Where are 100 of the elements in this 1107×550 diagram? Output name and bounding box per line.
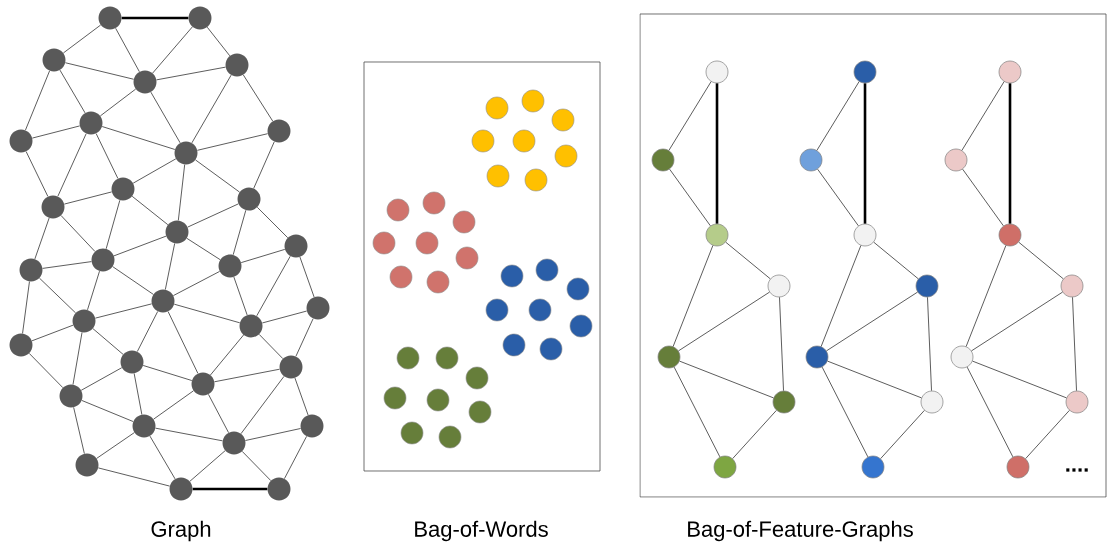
graph-edge bbox=[57, 133, 87, 197]
graph-node bbox=[237, 187, 261, 211]
graph-edge bbox=[72, 332, 83, 385]
graph-edge bbox=[208, 393, 229, 434]
graph-edge bbox=[1018, 241, 1064, 280]
graph-edge bbox=[962, 168, 1004, 227]
graph-edge bbox=[39, 277, 76, 314]
graph-edge bbox=[42, 261, 92, 269]
graph-node bbox=[998, 60, 1022, 84]
graph-edge bbox=[173, 271, 221, 296]
graph-node bbox=[75, 453, 99, 477]
graph-node bbox=[705, 60, 729, 84]
graph-node bbox=[799, 148, 823, 172]
graph-edge bbox=[927, 296, 932, 392]
graph-node bbox=[151, 289, 175, 313]
graph-edge bbox=[672, 245, 714, 347]
graph-edge bbox=[177, 164, 186, 221]
graph-node bbox=[267, 119, 291, 143]
graph-edge bbox=[22, 281, 30, 334]
graph-node bbox=[41, 195, 65, 219]
panel-caption: Bag-of-Words bbox=[415, 520, 548, 542]
graph-node bbox=[188, 6, 212, 30]
graph-node bbox=[132, 414, 156, 438]
graph-node bbox=[944, 148, 968, 172]
graph-node bbox=[9, 333, 33, 357]
graph-edge bbox=[191, 74, 232, 144]
graph-edge bbox=[256, 255, 291, 317]
graph-node bbox=[300, 414, 324, 438]
graph-node bbox=[59, 384, 83, 408]
graph-edge bbox=[150, 91, 181, 144]
graph-edge bbox=[1008, 83, 1012, 224]
graph-node bbox=[853, 60, 877, 84]
graph-edge bbox=[678, 291, 770, 352]
graph-node bbox=[225, 53, 249, 77]
graph-edge bbox=[133, 373, 143, 415]
graph-edge bbox=[827, 360, 922, 399]
graph-edge bbox=[80, 367, 123, 391]
graph-edge bbox=[294, 377, 309, 416]
graph-node bbox=[713, 455, 737, 479]
graph-node bbox=[772, 390, 796, 414]
graph-edge bbox=[173, 303, 241, 324]
graph-node bbox=[169, 477, 193, 501]
graph-edge bbox=[60, 215, 96, 252]
graph-node bbox=[267, 477, 291, 501]
graph-edge bbox=[164, 243, 176, 290]
graph-node bbox=[191, 372, 215, 396]
graph-node bbox=[853, 223, 877, 247]
graph-node bbox=[98, 6, 122, 30]
graph-edge bbox=[28, 352, 64, 389]
graph-node bbox=[915, 274, 939, 298]
graph-edge bbox=[64, 62, 135, 80]
graph-edge bbox=[961, 81, 1005, 151]
graph-node bbox=[1006, 455, 1030, 479]
graph-edge bbox=[99, 88, 137, 117]
graph-edge bbox=[972, 360, 1067, 399]
graph-edge bbox=[214, 368, 280, 383]
graph-edge bbox=[863, 83, 867, 224]
graph-edge bbox=[669, 168, 711, 227]
graph-node bbox=[120, 350, 144, 374]
graph-edge bbox=[59, 69, 86, 114]
graph-edge bbox=[240, 375, 285, 435]
graph-node bbox=[861, 455, 885, 479]
graph-node bbox=[279, 355, 303, 379]
graph-edge bbox=[261, 310, 308, 324]
graph-node bbox=[165, 220, 189, 244]
graph-edge bbox=[779, 296, 784, 392]
graph-node bbox=[72, 309, 96, 333]
graph-node bbox=[79, 111, 103, 135]
graph-node bbox=[19, 258, 43, 282]
graph-node bbox=[133, 70, 157, 94]
graph-edge bbox=[966, 366, 1014, 458]
graph-edge bbox=[25, 151, 49, 197]
graph-node bbox=[998, 223, 1022, 247]
graph-edge bbox=[81, 400, 134, 422]
graph-node bbox=[1065, 390, 1089, 414]
graph-edge bbox=[192, 487, 268, 491]
graph-edge bbox=[816, 81, 860, 151]
graph-edge bbox=[95, 133, 119, 179]
graph-edge bbox=[101, 126, 176, 150]
graph-node bbox=[111, 177, 135, 201]
graph-edge bbox=[87, 270, 100, 311]
graph-edge bbox=[817, 168, 859, 227]
graph-edge bbox=[197, 133, 268, 151]
graph-node bbox=[920, 390, 944, 414]
graph-node bbox=[91, 248, 115, 272]
graph-node bbox=[657, 345, 681, 369]
graph-edge bbox=[240, 249, 286, 263]
graph-edge bbox=[136, 311, 159, 352]
graph-edge bbox=[284, 435, 307, 480]
graph-edge bbox=[679, 360, 774, 399]
graph-edge bbox=[241, 450, 272, 482]
graph-edge bbox=[965, 245, 1007, 347]
graph-edge bbox=[821, 366, 869, 458]
ellipsis: .... bbox=[1066, 468, 1088, 472]
graph-edge bbox=[256, 206, 289, 239]
graph-edge bbox=[820, 245, 862, 347]
graph-edge bbox=[880, 410, 925, 459]
graph-edge bbox=[105, 199, 121, 250]
graph-edge bbox=[31, 125, 81, 139]
graph-node bbox=[651, 148, 675, 172]
